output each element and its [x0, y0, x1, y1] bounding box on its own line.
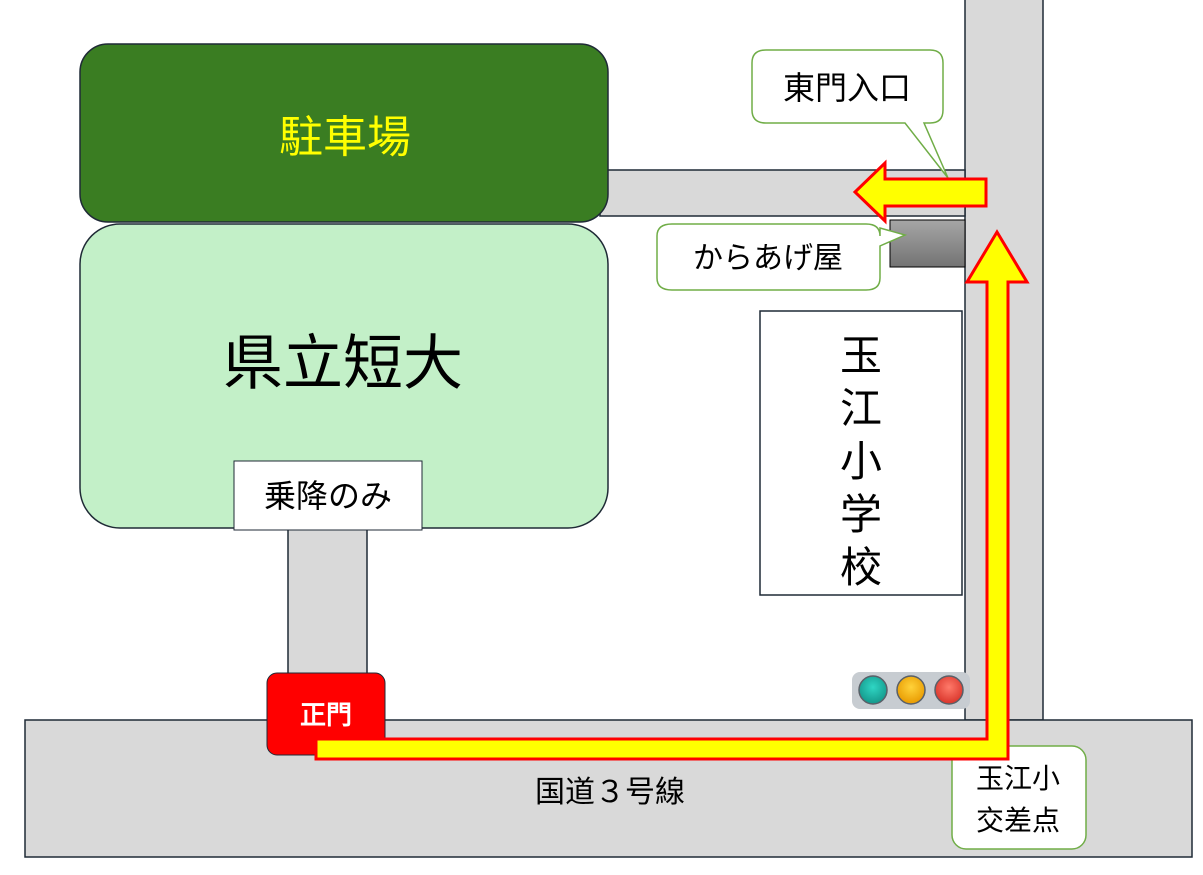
east-gate-callout-text: 東門入口: [783, 69, 911, 107]
karaage-shop: [889, 219, 966, 268]
national-route-label: 国道３号線: [535, 775, 685, 810]
svg-text:玉: 玉: [840, 331, 882, 380]
karaage-callout-text: からあげ屋: [693, 241, 843, 276]
dropoff-box: [233, 460, 423, 531]
svg-text:小: 小: [840, 437, 882, 486]
intersection-line2: 交差点: [976, 804, 1060, 837]
svg-text:校: 校: [840, 543, 882, 592]
east-gate-arrow: [852, 159, 988, 225]
svg-text:学: 学: [840, 490, 882, 539]
main-gate-label: 正門: [300, 701, 352, 731]
parking-label: 駐車場: [279, 112, 411, 163]
school-building: [759, 310, 963, 596]
parking-area: [79, 43, 609, 223]
school-label: 玉 江 小 学 校: [840, 331, 882, 592]
svg-text:江: 江: [840, 384, 882, 433]
east-gate-callout: [751, 49, 949, 179]
traffic-light-icon: [852, 672, 970, 709]
dropoff-label: 乗降のみ: [264, 477, 392, 515]
intersection-callout: [951, 745, 1087, 850]
route-arrow: [314, 229, 1030, 761]
karaage-callout: [656, 223, 908, 291]
college-label: 県立短大: [223, 329, 463, 399]
intersection-line1: 玉江小: [976, 762, 1060, 795]
